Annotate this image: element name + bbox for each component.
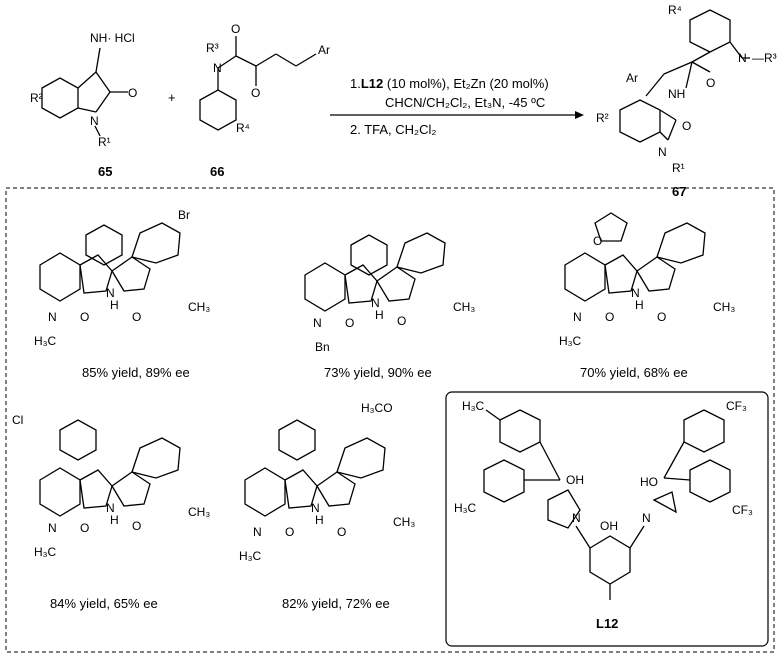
svg-text:N: N xyxy=(631,286,640,300)
product-3-result: 70% yield, 68% ee xyxy=(580,365,688,380)
svg-text:H: H xyxy=(315,513,324,527)
svg-text:H₃C: H₃C xyxy=(454,501,477,515)
svg-text:N: N xyxy=(738,51,747,65)
svg-text:N: N xyxy=(48,521,57,535)
svg-text:N: N xyxy=(106,286,115,300)
product-2-structure: CH₃ N H O O N Bn xyxy=(304,232,475,354)
product-1-structure: Br CH₃ H N O O N H₃C xyxy=(34,208,210,348)
catalyst-l12-label: L12 xyxy=(596,616,618,631)
svg-text:N: N xyxy=(313,316,322,330)
svg-text:H: H xyxy=(375,308,384,322)
product-5-result: 82% yield, 72% ee xyxy=(282,596,390,611)
product-2-result: 73% yield, 90% ee xyxy=(324,365,432,380)
svg-text:N: N xyxy=(573,310,582,324)
svg-text:OH: OH xyxy=(600,519,618,533)
product-3-structure: O CH₃ N H O O N H₃C xyxy=(559,212,735,348)
product-4-structure: Cl CH₃ N H O O N H₃C xyxy=(12,413,210,559)
svg-text:—R³: —R³ xyxy=(752,51,777,65)
svg-text:Ar: Ar xyxy=(626,71,638,85)
svg-text:H₃C: H₃C xyxy=(239,549,262,563)
compound-65-label: 65 xyxy=(98,164,112,179)
svg-text:O: O xyxy=(132,310,141,324)
svg-text:O: O xyxy=(605,310,614,324)
svg-text:O: O xyxy=(231,22,240,36)
svg-text:N: N xyxy=(642,511,651,525)
svg-text:O: O xyxy=(657,310,666,324)
svg-text:CH₃: CH₃ xyxy=(393,515,415,529)
svg-text:R²: R² xyxy=(596,111,609,125)
svg-text:O: O xyxy=(682,119,691,133)
svg-text:O: O xyxy=(132,519,141,533)
svg-text:N: N xyxy=(90,114,99,128)
svg-text:OH: OH xyxy=(566,473,584,487)
svg-text:R⁴: R⁴ xyxy=(668,3,682,17)
catalyst-box xyxy=(445,391,769,647)
svg-text:CH₃: CH₃ xyxy=(453,300,475,314)
compound-65-structure: R² O N R¹ xyxy=(30,47,137,149)
svg-text:N: N xyxy=(311,501,320,515)
conditions-line1: 1.L12 (10 mol%), Et₂Zn (20 mol%) xyxy=(350,76,549,91)
svg-text:CF₃: CF₃ xyxy=(726,399,747,413)
svg-text:Bn: Bn xyxy=(315,340,330,354)
compound-67-label: 67 xyxy=(672,184,686,199)
svg-text:H: H xyxy=(110,298,119,312)
svg-text:O: O xyxy=(285,525,294,539)
svg-text:Ar: Ar xyxy=(318,43,330,57)
catalyst-l12-structure: H₃C H₃C OH N OH N HO CF₃ CF₃ xyxy=(454,399,753,600)
svg-text:NH: NH xyxy=(668,87,685,101)
svg-text:O: O xyxy=(706,76,715,90)
svg-text:H: H xyxy=(635,298,644,312)
svg-text:O: O xyxy=(80,521,89,535)
compound-66-structure: R³ N O O Ar R⁴ xyxy=(199,22,330,135)
svg-text:O: O xyxy=(80,310,89,324)
product-1-result: 85% yield, 89% ee xyxy=(82,365,190,380)
svg-text:CH₃: CH₃ xyxy=(713,300,735,314)
svg-text:O: O xyxy=(345,316,354,330)
svg-text:N: N xyxy=(253,525,262,539)
svg-text:H₃C: H₃C xyxy=(462,399,485,413)
svg-text:O: O xyxy=(128,86,137,100)
conditions-line3: 2. TFA, CH₂Cl₂ xyxy=(350,122,436,137)
compound-67-structure: N —R³ O R⁴ NH Ar O N R¹ R² xyxy=(596,3,777,175)
svg-text:R¹: R¹ xyxy=(98,135,111,149)
svg-text:N: N xyxy=(572,511,581,525)
svg-text:O: O xyxy=(251,86,260,100)
svg-text:O: O xyxy=(397,314,406,328)
svg-text:Br: Br xyxy=(178,208,190,222)
svg-text:R²: R² xyxy=(30,91,43,105)
svg-text:N: N xyxy=(213,61,222,75)
svg-text:N: N xyxy=(48,310,57,324)
svg-text:O: O xyxy=(337,525,346,539)
svg-text:O: O xyxy=(593,234,602,248)
svg-text:CF₃: CF₃ xyxy=(732,503,753,517)
svg-text:H₃C: H₃C xyxy=(34,334,57,348)
svg-text:N: N xyxy=(658,145,667,159)
compound-66-label: 66 xyxy=(210,164,224,179)
svg-text:N: N xyxy=(106,501,115,515)
svg-text:CH₃: CH₃ xyxy=(188,300,210,314)
svg-text:H₃C: H₃C xyxy=(34,545,57,559)
svg-text:CH₃: CH₃ xyxy=(188,505,210,519)
svg-text:H₃C: H₃C xyxy=(559,334,582,348)
product-5-structure: H₃CO CH₃ N H O O N H₃C xyxy=(239,401,415,563)
svg-text:H: H xyxy=(110,513,119,527)
svg-text:R¹: R¹ xyxy=(672,161,685,175)
product-4-result: 84% yield, 65% ee xyxy=(50,596,158,611)
plus-sign: + xyxy=(168,90,176,105)
svg-text:H₃CO: H₃CO xyxy=(361,401,393,415)
svg-text:Cl: Cl xyxy=(12,413,23,427)
svg-text:R³: R³ xyxy=(206,41,219,55)
reagent-nh-hcl: NH· HCl xyxy=(90,31,135,45)
svg-text:HO: HO xyxy=(640,475,658,489)
svg-text:R⁴: R⁴ xyxy=(236,121,250,135)
svg-text:N: N xyxy=(371,296,380,310)
conditions-line2: CHCN/CH₂Cl₂, Et₃N, -45 ºC xyxy=(385,95,545,110)
